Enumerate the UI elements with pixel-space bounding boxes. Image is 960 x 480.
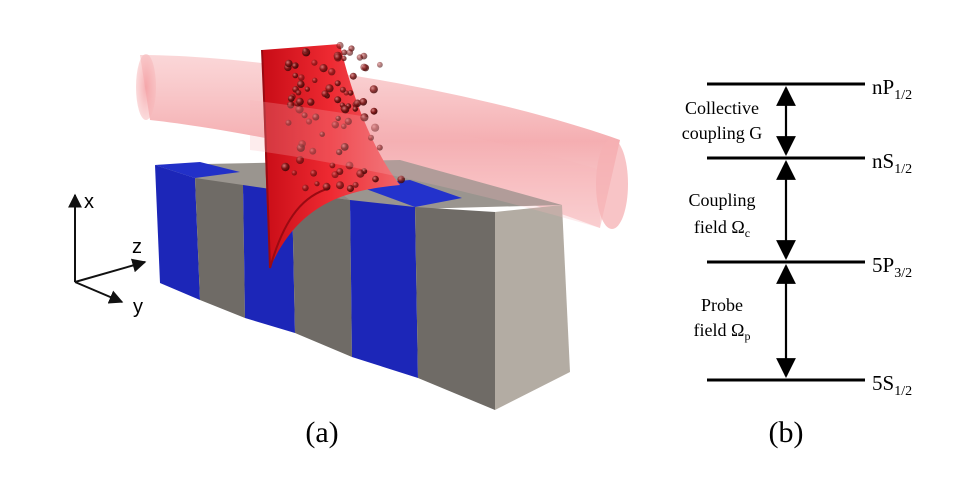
atom <box>319 131 325 137</box>
atom <box>336 41 344 50</box>
atom <box>341 105 350 114</box>
atom <box>346 49 354 56</box>
atom <box>287 95 295 102</box>
atom <box>328 68 336 76</box>
atom-cloud <box>281 41 406 193</box>
atom <box>372 175 379 183</box>
stripe-gray-3 <box>415 207 495 410</box>
atom <box>287 101 295 109</box>
atom <box>335 115 341 122</box>
transition-probe-line2: field Ωp <box>694 320 751 343</box>
panel-b-label: (b) <box>769 416 804 449</box>
atom <box>359 98 368 106</box>
axis-label-x: x <box>84 191 94 213</box>
atom <box>304 86 310 92</box>
atom <box>334 96 342 104</box>
atom <box>297 80 305 88</box>
atom <box>298 140 306 148</box>
atom <box>368 134 374 141</box>
atom <box>307 98 315 106</box>
atom <box>305 118 313 125</box>
level-label-5S: 5S1/2 <box>872 371 912 399</box>
atom <box>325 84 334 93</box>
atom <box>376 144 383 151</box>
atom <box>312 77 318 84</box>
atom <box>281 162 290 172</box>
atom <box>360 113 369 122</box>
atom <box>309 147 317 155</box>
atom <box>322 182 331 191</box>
atom <box>292 63 298 69</box>
atom <box>340 143 349 151</box>
atom <box>334 80 341 87</box>
stripe-gray-1 <box>195 178 245 318</box>
stripe-gray-2 <box>292 192 352 357</box>
atom <box>292 72 299 79</box>
atom <box>295 89 302 96</box>
atom <box>353 99 362 108</box>
atom <box>302 184 309 192</box>
stripe-blue-3 <box>350 200 418 378</box>
atom <box>331 121 339 129</box>
atom <box>349 72 357 80</box>
atom <box>314 181 320 187</box>
atom <box>356 54 364 61</box>
atom <box>285 119 292 126</box>
atom <box>352 181 359 188</box>
atom <box>346 184 354 193</box>
stripe-blue-1 <box>155 165 200 300</box>
atom <box>347 90 354 96</box>
atom <box>321 90 329 98</box>
atom <box>302 47 308 54</box>
atom <box>310 169 317 177</box>
panel-a-label: (a) <box>305 416 338 449</box>
atom <box>312 113 320 121</box>
panel-b: nP1/2 nS1/2 5P3/2 5S1/2 Collective coupl… <box>682 75 912 449</box>
axis-label-z: z <box>132 236 142 258</box>
atom <box>370 107 378 115</box>
laser-beam <box>136 54 628 229</box>
coordinate-axes: x z y <box>68 191 147 318</box>
atom <box>371 123 380 132</box>
atom <box>298 74 305 81</box>
atom <box>352 106 358 112</box>
atom <box>319 64 328 73</box>
atom <box>336 149 343 156</box>
atom <box>341 123 347 130</box>
block-right-face <box>495 205 570 410</box>
axis-label-y: y <box>133 296 143 318</box>
transition-probe-line1: Probe <box>701 295 743 315</box>
atom <box>345 161 354 170</box>
level-label-nS: nS1/2 <box>872 149 912 177</box>
transition-coupling-line1: Coupling <box>688 190 755 210</box>
atom <box>331 171 339 179</box>
panel-a: x z y (a) <box>68 41 628 449</box>
atom <box>344 117 352 125</box>
atom <box>285 59 293 68</box>
atom <box>339 86 346 93</box>
atom <box>333 53 342 62</box>
atom <box>295 105 304 114</box>
transition-collective-line1: Collective <box>685 98 759 118</box>
atom <box>369 85 378 94</box>
atom <box>341 49 348 56</box>
atom <box>296 97 304 106</box>
atom <box>296 156 304 164</box>
atom <box>336 181 344 190</box>
atom <box>341 55 347 62</box>
atom <box>329 162 336 169</box>
level-label-nP: nP1/2 <box>872 75 912 103</box>
transition-collective-line2: coupling G <box>682 123 763 143</box>
level-label-5P: 5P3/2 <box>872 253 912 281</box>
atom <box>356 169 365 178</box>
atom <box>360 63 368 71</box>
transition-coupling-line2: field Ωc <box>694 217 750 240</box>
atom <box>311 59 318 66</box>
atom <box>301 112 308 119</box>
atom <box>397 175 406 184</box>
atom <box>291 170 297 176</box>
atom <box>377 61 383 68</box>
